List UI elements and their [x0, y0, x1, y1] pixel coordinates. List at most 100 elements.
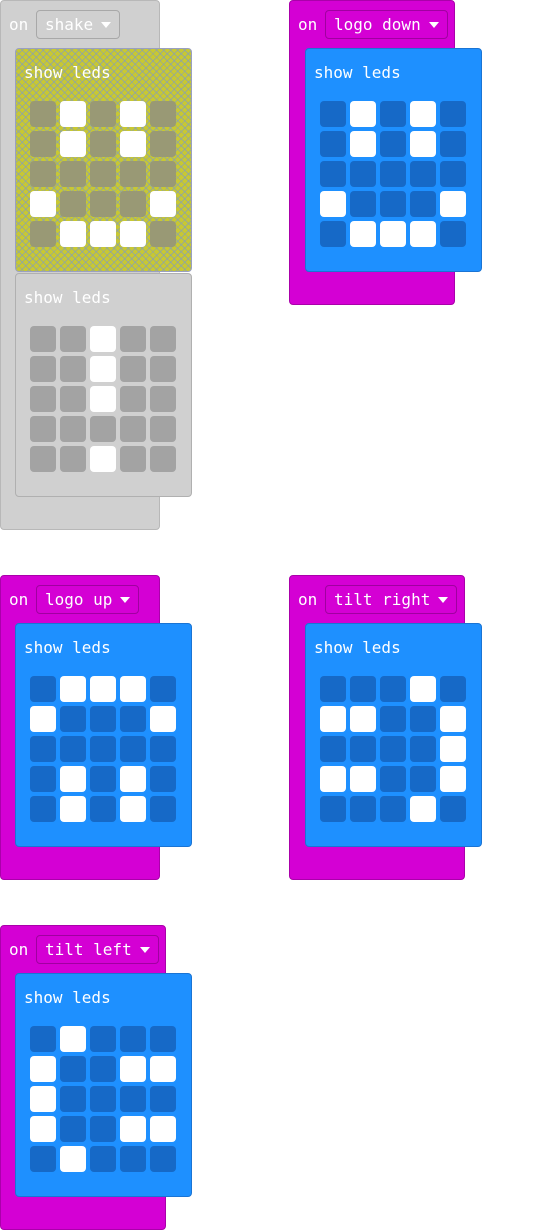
- led-cell[interactable]: [150, 131, 176, 157]
- led-cell[interactable]: [410, 161, 436, 187]
- led-cell[interactable]: [350, 676, 376, 702]
- led-cell[interactable]: [120, 386, 146, 412]
- led-cell[interactable]: [90, 386, 116, 412]
- led-cell[interactable]: [120, 1026, 146, 1052]
- led-cell[interactable]: [410, 221, 436, 247]
- led-cell[interactable]: [90, 766, 116, 792]
- led-cell[interactable]: [90, 221, 116, 247]
- led-cell[interactable]: [90, 676, 116, 702]
- led-cell[interactable]: [90, 101, 116, 127]
- led-cell[interactable]: [320, 101, 346, 127]
- led-cell[interactable]: [320, 161, 346, 187]
- led-cell[interactable]: [60, 1146, 86, 1172]
- show-leds-block[interactable]: show leds: [15, 48, 192, 272]
- led-cell[interactable]: [30, 101, 56, 127]
- led-cell[interactable]: [60, 1116, 86, 1142]
- led-cell[interactable]: [30, 1086, 56, 1112]
- led-cell[interactable]: [60, 706, 86, 732]
- led-cell[interactable]: [30, 1026, 56, 1052]
- led-cell[interactable]: [60, 416, 86, 442]
- led-cell[interactable]: [150, 221, 176, 247]
- gesture-dropdown[interactable]: tilt left: [36, 935, 159, 964]
- led-cell[interactable]: [30, 161, 56, 187]
- led-cell[interactable]: [30, 221, 56, 247]
- led-cell[interactable]: [120, 326, 146, 352]
- led-cell[interactable]: [320, 736, 346, 762]
- led-cell[interactable]: [350, 161, 376, 187]
- led-cell[interactable]: [90, 326, 116, 352]
- led-cell[interactable]: [90, 416, 116, 442]
- led-cell[interactable]: [320, 131, 346, 157]
- led-cell[interactable]: [440, 706, 466, 732]
- led-cell[interactable]: [120, 706, 146, 732]
- led-cell[interactable]: [150, 1116, 176, 1142]
- led-cell[interactable]: [150, 446, 176, 472]
- led-cell[interactable]: [410, 101, 436, 127]
- led-cell[interactable]: [90, 1026, 116, 1052]
- show-leds-block[interactable]: show leds: [15, 273, 192, 497]
- led-cell[interactable]: [120, 161, 146, 187]
- led-cell[interactable]: [440, 221, 466, 247]
- led-cell[interactable]: [150, 796, 176, 822]
- led-cell[interactable]: [410, 796, 436, 822]
- led-cell[interactable]: [380, 221, 406, 247]
- led-cell[interactable]: [440, 676, 466, 702]
- led-cell[interactable]: [150, 1056, 176, 1082]
- led-cell[interactable]: [380, 161, 406, 187]
- led-cell[interactable]: [150, 416, 176, 442]
- show-leds-block[interactable]: show leds: [305, 48, 482, 272]
- led-cell[interactable]: [380, 101, 406, 127]
- led-cell[interactable]: [90, 191, 116, 217]
- led-cell[interactable]: [30, 191, 56, 217]
- led-cell[interactable]: [440, 161, 466, 187]
- led-cell[interactable]: [150, 191, 176, 217]
- led-cell[interactable]: [60, 221, 86, 247]
- led-cell[interactable]: [150, 706, 176, 732]
- led-cell[interactable]: [120, 1116, 146, 1142]
- led-cell[interactable]: [120, 766, 146, 792]
- led-cell[interactable]: [150, 356, 176, 382]
- led-cell[interactable]: [60, 1056, 86, 1082]
- led-cell[interactable]: [30, 131, 56, 157]
- led-cell[interactable]: [120, 1146, 146, 1172]
- led-cell[interactable]: [410, 706, 436, 732]
- led-cell[interactable]: [440, 796, 466, 822]
- led-cell[interactable]: [320, 221, 346, 247]
- led-cell[interactable]: [30, 1056, 56, 1082]
- led-cell[interactable]: [60, 161, 86, 187]
- led-cell[interactable]: [30, 706, 56, 732]
- led-cell[interactable]: [410, 131, 436, 157]
- led-cell[interactable]: [380, 736, 406, 762]
- led-cell[interactable]: [150, 1086, 176, 1112]
- led-cell[interactable]: [90, 706, 116, 732]
- led-cell[interactable]: [150, 766, 176, 792]
- led-cell[interactable]: [320, 766, 346, 792]
- led-cell[interactable]: [120, 1086, 146, 1112]
- led-cell[interactable]: [320, 676, 346, 702]
- led-cell[interactable]: [30, 1116, 56, 1142]
- led-cell[interactable]: [30, 386, 56, 412]
- led-cell[interactable]: [120, 446, 146, 472]
- led-cell[interactable]: [350, 706, 376, 732]
- led-cell[interactable]: [90, 1056, 116, 1082]
- led-cell[interactable]: [30, 766, 56, 792]
- led-cell[interactable]: [350, 101, 376, 127]
- led-cell[interactable]: [120, 796, 146, 822]
- led-cell[interactable]: [150, 386, 176, 412]
- gesture-dropdown[interactable]: shake: [36, 10, 121, 39]
- led-cell[interactable]: [30, 1146, 56, 1172]
- led-cell[interactable]: [150, 1146, 176, 1172]
- led-cell[interactable]: [150, 736, 176, 762]
- led-cell[interactable]: [440, 766, 466, 792]
- led-cell[interactable]: [410, 766, 436, 792]
- led-cell[interactable]: [60, 191, 86, 217]
- led-cell[interactable]: [320, 796, 346, 822]
- led-cell[interactable]: [90, 736, 116, 762]
- led-cell[interactable]: [60, 796, 86, 822]
- led-cell[interactable]: [320, 191, 346, 217]
- led-cell[interactable]: [60, 1026, 86, 1052]
- gesture-dropdown[interactable]: tilt right: [325, 585, 458, 614]
- led-cell[interactable]: [380, 131, 406, 157]
- led-cell[interactable]: [60, 131, 86, 157]
- led-cell[interactable]: [60, 101, 86, 127]
